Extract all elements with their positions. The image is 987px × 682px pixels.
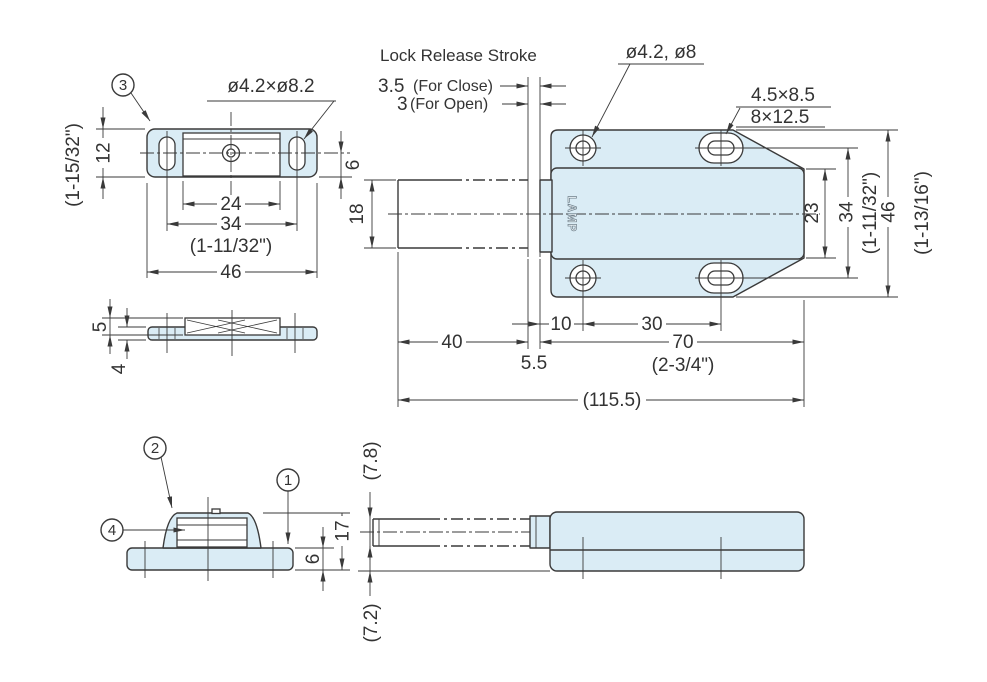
dim-7-2-text: (7.2): [361, 603, 382, 642]
dim-17-text: 17: [333, 520, 354, 541]
dim-5-text: 5: [90, 322, 111, 333]
plate-center-lines: [140, 112, 350, 231]
dim-5-5-text: 5.5: [521, 353, 547, 374]
dim-34-latch-inch-text: (1-11/32"): [860, 172, 881, 254]
dim-10-30: 10 30: [512, 296, 722, 335]
round-mounting-holes: [565, 130, 601, 296]
callout-1-number: 1: [284, 472, 292, 489]
view-latch-front: LAMP Lock Release Stroke 3.5 (For Close)…: [347, 42, 933, 411]
dim-24-text: 24: [220, 194, 242, 215]
dim-23-text: 23: [802, 202, 823, 223]
latch-side-projection-lines: [582, 537, 722, 579]
dim-46-plate: 46: [146, 183, 318, 283]
plate-hole-note: ø4.2×ø8.2: [207, 76, 336, 140]
plunger-collar: [539, 179, 553, 253]
plate-side-catch: [184, 317, 281, 336]
callout-4-number: 4: [108, 522, 116, 539]
dim-7-8-text: (7.8): [361, 441, 382, 480]
dim-40-text: 40: [441, 332, 462, 353]
dim-5: 5: [90, 299, 183, 354]
stroke-reference-lines: [527, 77, 541, 257]
dim-34-plate-inch-text: (1-11/32"): [190, 236, 272, 257]
rod-collar-side: [529, 515, 551, 549]
dim-6-catch: 6: [295, 527, 350, 591]
slot-big-text: 8×12.5: [751, 107, 810, 128]
plate-hole-note-text: ø4.2×ø8.2: [227, 76, 314, 97]
dim-34-plate-text: 34: [220, 214, 242, 235]
latch-body-side-outline: [549, 511, 805, 572]
latch-case-outline: [550, 167, 805, 260]
dim-40-70: 40 70 (2-3/4") 5.5: [397, 252, 805, 407]
slot-small-text: 4.5×8.5: [751, 85, 815, 106]
plate-side-projection-lines: [166, 310, 296, 356]
round-hole-note-text: ø4.2, ø8: [626, 42, 697, 63]
view-latch-side: (7.8) (7.2): [358, 441, 805, 643]
dim-46-latch-inch-text: (1-13/16"): [912, 171, 933, 255]
slot-hole-note: 4.5×8.5 8×12.5: [725, 85, 831, 135]
dim-17: 17: [263, 512, 354, 570]
callout-3-number: 3: [119, 77, 127, 94]
callout-3: 3: [111, 73, 151, 122]
dim-12-inch-text: (1-15/32"): [63, 123, 84, 207]
callout-1: 1: [276, 468, 300, 544]
dim-34-plate: 34 (1-11/32"): [167, 214, 297, 257]
round-hole-note: ø4.2, ø8: [591, 42, 704, 138]
stroke-open-note: (For Open): [410, 96, 488, 113]
dim-46-latch: 46 (1-13/16"): [736, 129, 933, 298]
view-strike-plate-front: 3 ø4.2×ø8.2 12 (1-15/32"): [63, 73, 364, 283]
dim-46-plate-text: 46: [220, 262, 241, 283]
stroke-close-note: (For Close): [413, 78, 493, 95]
lock-release-stroke-note: Lock Release Stroke 3.5 (For Close) 3 (F…: [378, 46, 566, 115]
dim-23: 23: [802, 168, 836, 259]
dim-10-text: 10: [550, 314, 571, 335]
dim-115-5: (115.5): [398, 390, 804, 411]
dim-34-latch: 34 (1-11/32"): [745, 147, 881, 279]
callout-2-number: 2: [151, 440, 159, 457]
dim-18: 18: [347, 179, 396, 249]
dim-4-text: 4: [109, 363, 130, 374]
catch-top-notch: [211, 508, 221, 515]
callout-4: 4: [100, 518, 185, 542]
dim-34-latch-text: 34: [837, 201, 858, 223]
dim-46-latch-text: 46: [879, 201, 900, 222]
brand-logo: LAMP: [565, 196, 577, 233]
view-strike-plate-side: 5 4: [90, 299, 318, 374]
dim-12-text: 12: [94, 142, 115, 163]
plate-side-hidden-ticks: [158, 328, 304, 339]
callout-2: 2: [143, 436, 173, 509]
dim-6-plate-text: 6: [343, 160, 364, 171]
dim-12: 12: [94, 107, 145, 199]
oval-mounting-slots: [695, 130, 747, 296]
dim-115-5-text: (115.5): [583, 390, 642, 411]
dim-70-inch-text: (2-3/4"): [652, 355, 715, 376]
dim-70-text: 70: [672, 332, 693, 353]
catch-hatch-lines: [186, 319, 278, 334]
dim-6-plate: 6: [319, 131, 364, 199]
dim-4: 4: [109, 308, 146, 374]
view-catch-side: 2 1 4 6 17: [100, 436, 354, 591]
stroke-open-value: 3: [397, 94, 408, 115]
catch-base-outline: [126, 547, 294, 571]
dim-18-text: 18: [347, 203, 368, 224]
dim-7-2: (7.2): [361, 546, 382, 643]
catch-projection-lines: [144, 497, 274, 581]
stroke-title-text: Lock Release Stroke: [380, 46, 537, 65]
catch-insert: [176, 517, 248, 548]
stroke-close-value: 3.5: [378, 76, 404, 97]
dim-24: 24: [182, 181, 281, 215]
dim-6-catch-text: 6: [303, 554, 324, 565]
dim-30-text: 30: [641, 314, 662, 335]
latch-side-rod: [372, 518, 530, 547]
